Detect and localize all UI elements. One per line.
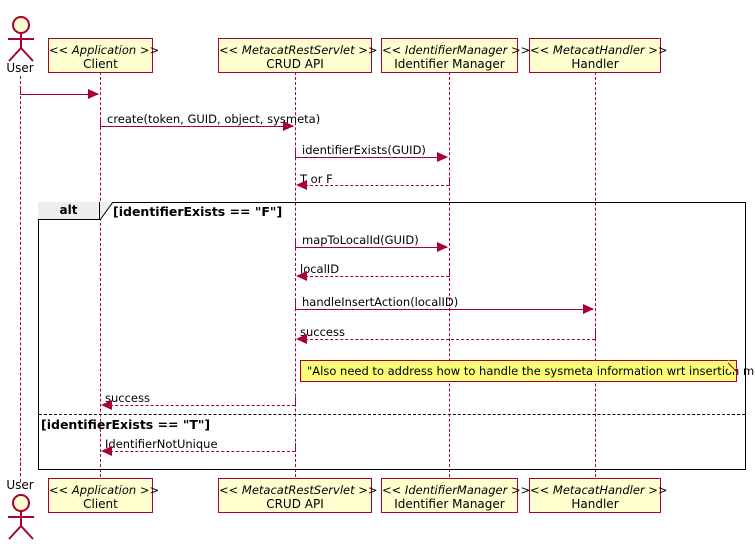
sysmeta-note-fold-icon <box>728 360 737 369</box>
user-actor-top-label: User <box>6 61 34 75</box>
user-actor-top <box>2 16 40 62</box>
participant-crud-api-name: CRUD API <box>266 57 324 72</box>
user-actor-bottom <box>2 493 40 541</box>
message-10-label: IdentifierNotUnique <box>105 437 218 451</box>
message-7-origin-stub <box>295 301 296 310</box>
participant-client-stereotype-bottom: << Application >> <box>49 483 160 497</box>
message-6-arrowhead <box>296 271 307 281</box>
participant-client-name-bottom: Client <box>83 497 118 512</box>
message-4-origin-stub <box>449 177 450 186</box>
message-8-label: success <box>300 325 345 339</box>
message-2-origin-stub <box>100 118 101 127</box>
participant-crud-api-stereotype-bottom: << MetacatRestServlet >> <box>219 483 378 497</box>
alt-fragment-operator-tab: alt <box>38 202 100 220</box>
participant-crud-api-top[interactable]: << MetacatRestServlet >> CRUD API <box>218 38 378 73</box>
participant-identifier-manager-name: Identifier Manager <box>394 57 505 72</box>
lifeline-identifier-manager <box>449 72 450 482</box>
sysmeta-note-fold-edge <box>727 359 739 378</box>
message-9-line-crud-to-client <box>105 405 295 406</box>
message-8-origin-stub <box>595 331 596 340</box>
participant-handler-name-bottom: Handler <box>571 497 619 512</box>
participant-client-bottom[interactable]: << Application >> Client <box>48 478 160 513</box>
message-7-line-crud-to-handler <box>295 309 593 310</box>
message-6-label: localID <box>300 262 340 276</box>
message-9-label: success <box>105 391 150 405</box>
message-3-line-crud-to-idmanager <box>295 157 447 158</box>
lifeline-handler <box>595 72 596 482</box>
participant-client-name: Client <box>83 57 118 72</box>
message-5-line-crud-to-idmanager <box>295 247 447 248</box>
message-8-line-handler-to-crud <box>300 339 595 340</box>
participant-client-top[interactable]: << Application >> Client <box>48 38 160 73</box>
message-1-line-user-to-client <box>20 94 98 95</box>
participant-identifier-manager-name-bottom: Identifier Manager <box>394 497 505 512</box>
message-3-label: identifierExists(GUID) <box>302 143 426 157</box>
message-4-arrowhead <box>296 180 307 190</box>
message-3-origin-stub <box>295 149 296 158</box>
message-2-line-client-to-crud <box>100 126 293 127</box>
message-2-arrowhead <box>283 121 294 131</box>
lifeline-user-bottom <box>20 462 21 482</box>
message-1-arrowhead <box>88 89 99 99</box>
participant-crud-api-bottom[interactable]: << MetacatRestServlet >> CRUD API <box>218 478 378 513</box>
participant-handler-bottom[interactable]: << MetacatHandler >> Handler <box>529 478 668 513</box>
alt-fragment-guard-2: [identifierExists == "T"] <box>41 417 211 432</box>
message-6-line-idmanager-to-crud <box>300 276 449 277</box>
lifeline-user <box>20 76 21 476</box>
message-5-label: mapToLocalId(GUID) <box>302 233 419 247</box>
message-10-arrowhead <box>101 446 112 456</box>
message-3-arrowhead <box>437 152 448 162</box>
participant-handler-stereotype: << MetacatHandler >> <box>530 43 668 57</box>
participant-identifier-manager-top[interactable]: << IdentifierManager >> Identifier Manag… <box>381 38 531 73</box>
alt-fragment-operator-label: alt <box>59 203 78 217</box>
lifeline-crud-api <box>295 72 296 482</box>
alt-fragment-divider <box>39 414 745 415</box>
message-7-arrowhead <box>583 304 594 314</box>
message-6-origin-stub <box>449 268 450 277</box>
participant-crud-api-stereotype: << MetacatRestServlet >> <box>219 43 378 57</box>
participant-handler-stereotype-bottom: << MetacatHandler >> <box>530 483 668 497</box>
message-9-arrowhead <box>101 400 112 410</box>
participant-identifier-manager-bottom[interactable]: << IdentifierManager >> Identifier Manag… <box>381 478 531 513</box>
participant-identifier-manager-stereotype-bottom: << IdentifierManager >> <box>382 483 531 497</box>
participant-handler-name: Handler <box>571 57 619 72</box>
participant-handler-top[interactable]: << MetacatHandler >> Handler <box>529 38 668 73</box>
participant-client-stereotype: << Application >> <box>49 43 160 57</box>
message-4-label: T or F <box>300 172 333 186</box>
sysmeta-note: "Also need to address how to handle the … <box>300 360 755 382</box>
message-7-label: handleInsertAction(localID) <box>302 295 459 309</box>
alt-fragment <box>38 202 746 470</box>
message-8-arrowhead <box>296 334 307 344</box>
message-1-origin-stub <box>20 86 21 95</box>
message-2-label: create(token, GUID, object, sysmeta) <box>107 112 321 126</box>
message-4-line-idmanager-to-crud <box>300 185 449 186</box>
message-5-origin-stub <box>295 239 296 248</box>
lifeline-client <box>100 72 101 482</box>
participant-identifier-manager-stereotype: << IdentifierManager >> <box>382 43 531 57</box>
participant-crud-api-name-bottom: CRUD API <box>266 497 324 512</box>
user-actor-bottom-label: User <box>6 478 34 492</box>
message-10-line-crud-to-client <box>105 451 295 452</box>
message-10-origin-stub <box>295 443 296 452</box>
message-9-origin-stub <box>295 397 296 406</box>
sysmeta-note-text: "Also need to address how to handle the … <box>307 364 755 378</box>
alt-fragment-guard-1: [identifierExists == "F"] <box>113 204 283 219</box>
message-5-arrowhead <box>437 242 448 252</box>
